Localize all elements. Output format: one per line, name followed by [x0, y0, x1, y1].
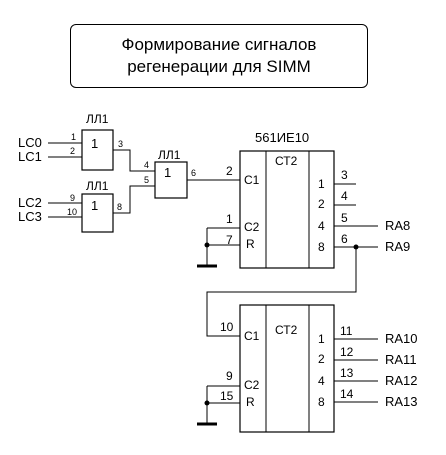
gate-3-pin-b: 5	[144, 175, 149, 185]
counter-1-out-pin-2: 4	[341, 189, 348, 203]
gate-2-pin-b: 10	[67, 207, 77, 217]
counter-2-weight-8: 8	[318, 395, 325, 409]
counter-1-function: СТ2	[275, 154, 298, 168]
gate-3-pin-out: 6	[191, 168, 196, 178]
input-lc1: LC1	[18, 149, 42, 164]
title-line-2: регенерации для SIMM	[127, 57, 311, 76]
counter-1	[239, 150, 335, 269]
counter-1-name: 561ИЕ10	[255, 130, 309, 145]
counter-2-c1-pin: 10	[220, 320, 234, 334]
counter-1-out-pin-4: 5	[341, 211, 348, 225]
input-lc3: LC3	[18, 209, 42, 224]
counter-1-r-pin: 7	[226, 233, 233, 247]
gate-3-pin-a: 4	[144, 160, 149, 170]
counter-2-out-pin-1: 11	[340, 324, 353, 338]
gate-3-symbol: 1	[164, 165, 171, 180]
counter-1-r-label: R	[246, 237, 255, 251]
wire-g1-g3	[113, 149, 155, 172]
input-lc0: LC0	[18, 135, 42, 150]
gate-1-pin-b: 2	[70, 146, 75, 156]
counter-2-out-pin-4: 13	[340, 366, 354, 380]
gate-1-symbol: 1	[91, 136, 98, 151]
gate-3-name: ЛЛ1	[158, 148, 181, 162]
counter-1-weight-4: 4	[318, 219, 325, 233]
title-line-1: Формирование сигналов	[121, 35, 317, 54]
title-box: Формирование сигналов регенерации для SI…	[70, 24, 368, 88]
wire-cascade	[206, 247, 357, 337]
gate-1-name: ЛЛ1	[86, 112, 109, 126]
signal-ra11: RA11	[385, 352, 417, 367]
counter-1-weight-1: 1	[318, 177, 325, 191]
gate-1-pin-out: 3	[118, 139, 123, 149]
gate-2-symbol: 1	[91, 198, 98, 213]
junction-dot-2	[204, 400, 210, 406]
counter-1-weight-2: 2	[318, 197, 325, 211]
junction-dot	[204, 242, 210, 248]
counter-2-c2-pin: 9	[226, 369, 233, 383]
counter-2-weight-4: 4	[318, 374, 325, 388]
signal-ra8: RA8	[385, 218, 410, 233]
gate-2-pin-out: 8	[117, 202, 122, 212]
counter-2-c2-label: C2	[244, 378, 260, 392]
counter-1-c2-label: C2	[244, 220, 260, 234]
counter-1-c1-label: C1	[244, 173, 260, 187]
signal-ra12: RA12	[385, 373, 418, 388]
counter-2-r-label: R	[246, 395, 255, 409]
counter-1-out-pin-8: 6	[341, 232, 348, 246]
counter-1-weight-8: 8	[318, 240, 325, 254]
counter-2-function: СТ2	[275, 323, 298, 337]
gate-1-pin-a: 1	[71, 132, 76, 142]
counter-2-out-pin-8: 14	[340, 387, 354, 401]
counter-2-weight-2: 2	[318, 352, 325, 366]
counter-2	[239, 304, 335, 433]
wire-g2-g3	[113, 185, 155, 214]
counter-2-out-pin-2: 12	[340, 345, 354, 359]
gate-2-pin-a: 9	[70, 193, 75, 203]
counter-1-out-pin-1: 3	[341, 168, 348, 182]
counter-2-r-pin: 15	[220, 389, 234, 403]
counter-1-c1-pin: 2	[226, 164, 233, 178]
counter-1-c2-pin: 1	[226, 212, 233, 226]
signal-ra13: RA13	[385, 394, 418, 409]
counter-2-c1-label: C1	[244, 329, 260, 343]
signal-ra9: RA9	[385, 239, 410, 254]
input-lc2: LC2	[18, 195, 42, 210]
counter-2-weight-1: 1	[318, 332, 325, 346]
signal-ra10: RA10	[385, 331, 418, 346]
gate-2-name: ЛЛ1	[86, 179, 109, 193]
